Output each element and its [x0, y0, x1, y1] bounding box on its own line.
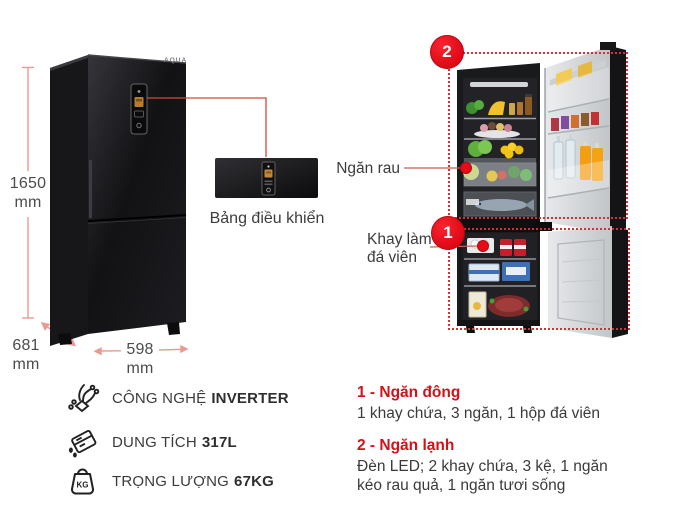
closed-fridge-illustration — [50, 54, 187, 346]
brand-logo: AQUA — [164, 57, 188, 64]
fridge-compartment-zone — [448, 52, 628, 219]
depth-dimension-label: 681 mm — [5, 336, 47, 374]
width-dimension-label: 598 mm — [117, 340, 163, 378]
vegetable-drawer — [463, 158, 537, 187]
control-panel-zoom-box — [215, 158, 318, 198]
fridge-description: 2 - Ngăn lạnh Đèn LED; 2 khay chứa, 3 kệ… — [357, 437, 625, 495]
door-control-panel — [130, 83, 148, 135]
badge-freezer-compartment: 1 — [431, 216, 465, 250]
vegetable-drawer-callout-line — [404, 162, 472, 174]
freezer-description-body: 1 khay chứa, 3 ngăn, 1 hộp đá viên — [357, 405, 601, 422]
spec-capacity-label: DUNG TÍCH — [112, 433, 197, 451]
width-dimension-line — [93, 344, 189, 356]
compartment-descriptions: 1 - Ngăn đông 1 khay chứa, 3 ngăn, 1 hộp… — [357, 384, 625, 495]
height-dimension-label: 1650 mm — [6, 174, 50, 212]
badge-fridge-compartment: 2 — [430, 35, 464, 69]
spec-inverter-label: CÔNG NGHỆ — [112, 389, 207, 407]
height-dimension-line — [22, 66, 34, 319]
control-panel-callout-line — [147, 97, 267, 157]
vegetable-drawer-label: Ngăn rau — [336, 160, 400, 177]
fridge-door-open — [544, 42, 626, 233]
freezer-description-title: 1 - Ngăn đông — [357, 384, 461, 401]
control-panel-caption: Bảng điều khiển — [209, 210, 325, 227]
spec-weight-label: TRỌNG LƯỢNG — [112, 472, 230, 490]
inverter-icon — [68, 384, 100, 413]
depth-value: 681 — [12, 337, 40, 354]
spec-capacity-value: 317L — [201, 433, 237, 451]
width-unit: mm — [126, 360, 154, 377]
fridge-description-body: Đèn LED; 2 khay chứa, 3 kệ, 1 ngăn kéo r… — [357, 458, 608, 494]
badge-freezer-number: 1 — [443, 223, 453, 242]
open-fridge-illustration — [457, 42, 628, 338]
freezer-description: 1 - Ngăn đông 1 khay chứa, 3 ngăn, 1 hộp… — [357, 384, 625, 423]
height-value: 1650 — [9, 175, 47, 192]
ice-tray-label: Khay làm đá viên — [367, 231, 432, 266]
spec-weight-value: 67KG — [234, 472, 275, 490]
weight-icon-text: KG — [77, 481, 89, 490]
weight-icon: KG — [71, 468, 94, 495]
freezer-compartment-zone — [448, 228, 630, 330]
fish-drawer — [463, 191, 537, 217]
capacity-icon — [68, 429, 97, 458]
spec-inverter-value: INVERTER — [211, 389, 289, 407]
height-unit: mm — [14, 194, 42, 211]
freezer-door-open — [534, 222, 628, 338]
badge-fridge-number: 2 — [442, 42, 452, 61]
depth-unit: mm — [12, 356, 40, 373]
width-value: 598 — [126, 341, 154, 358]
fridge-description-title: 2 - Ngăn lạnh — [357, 437, 455, 454]
